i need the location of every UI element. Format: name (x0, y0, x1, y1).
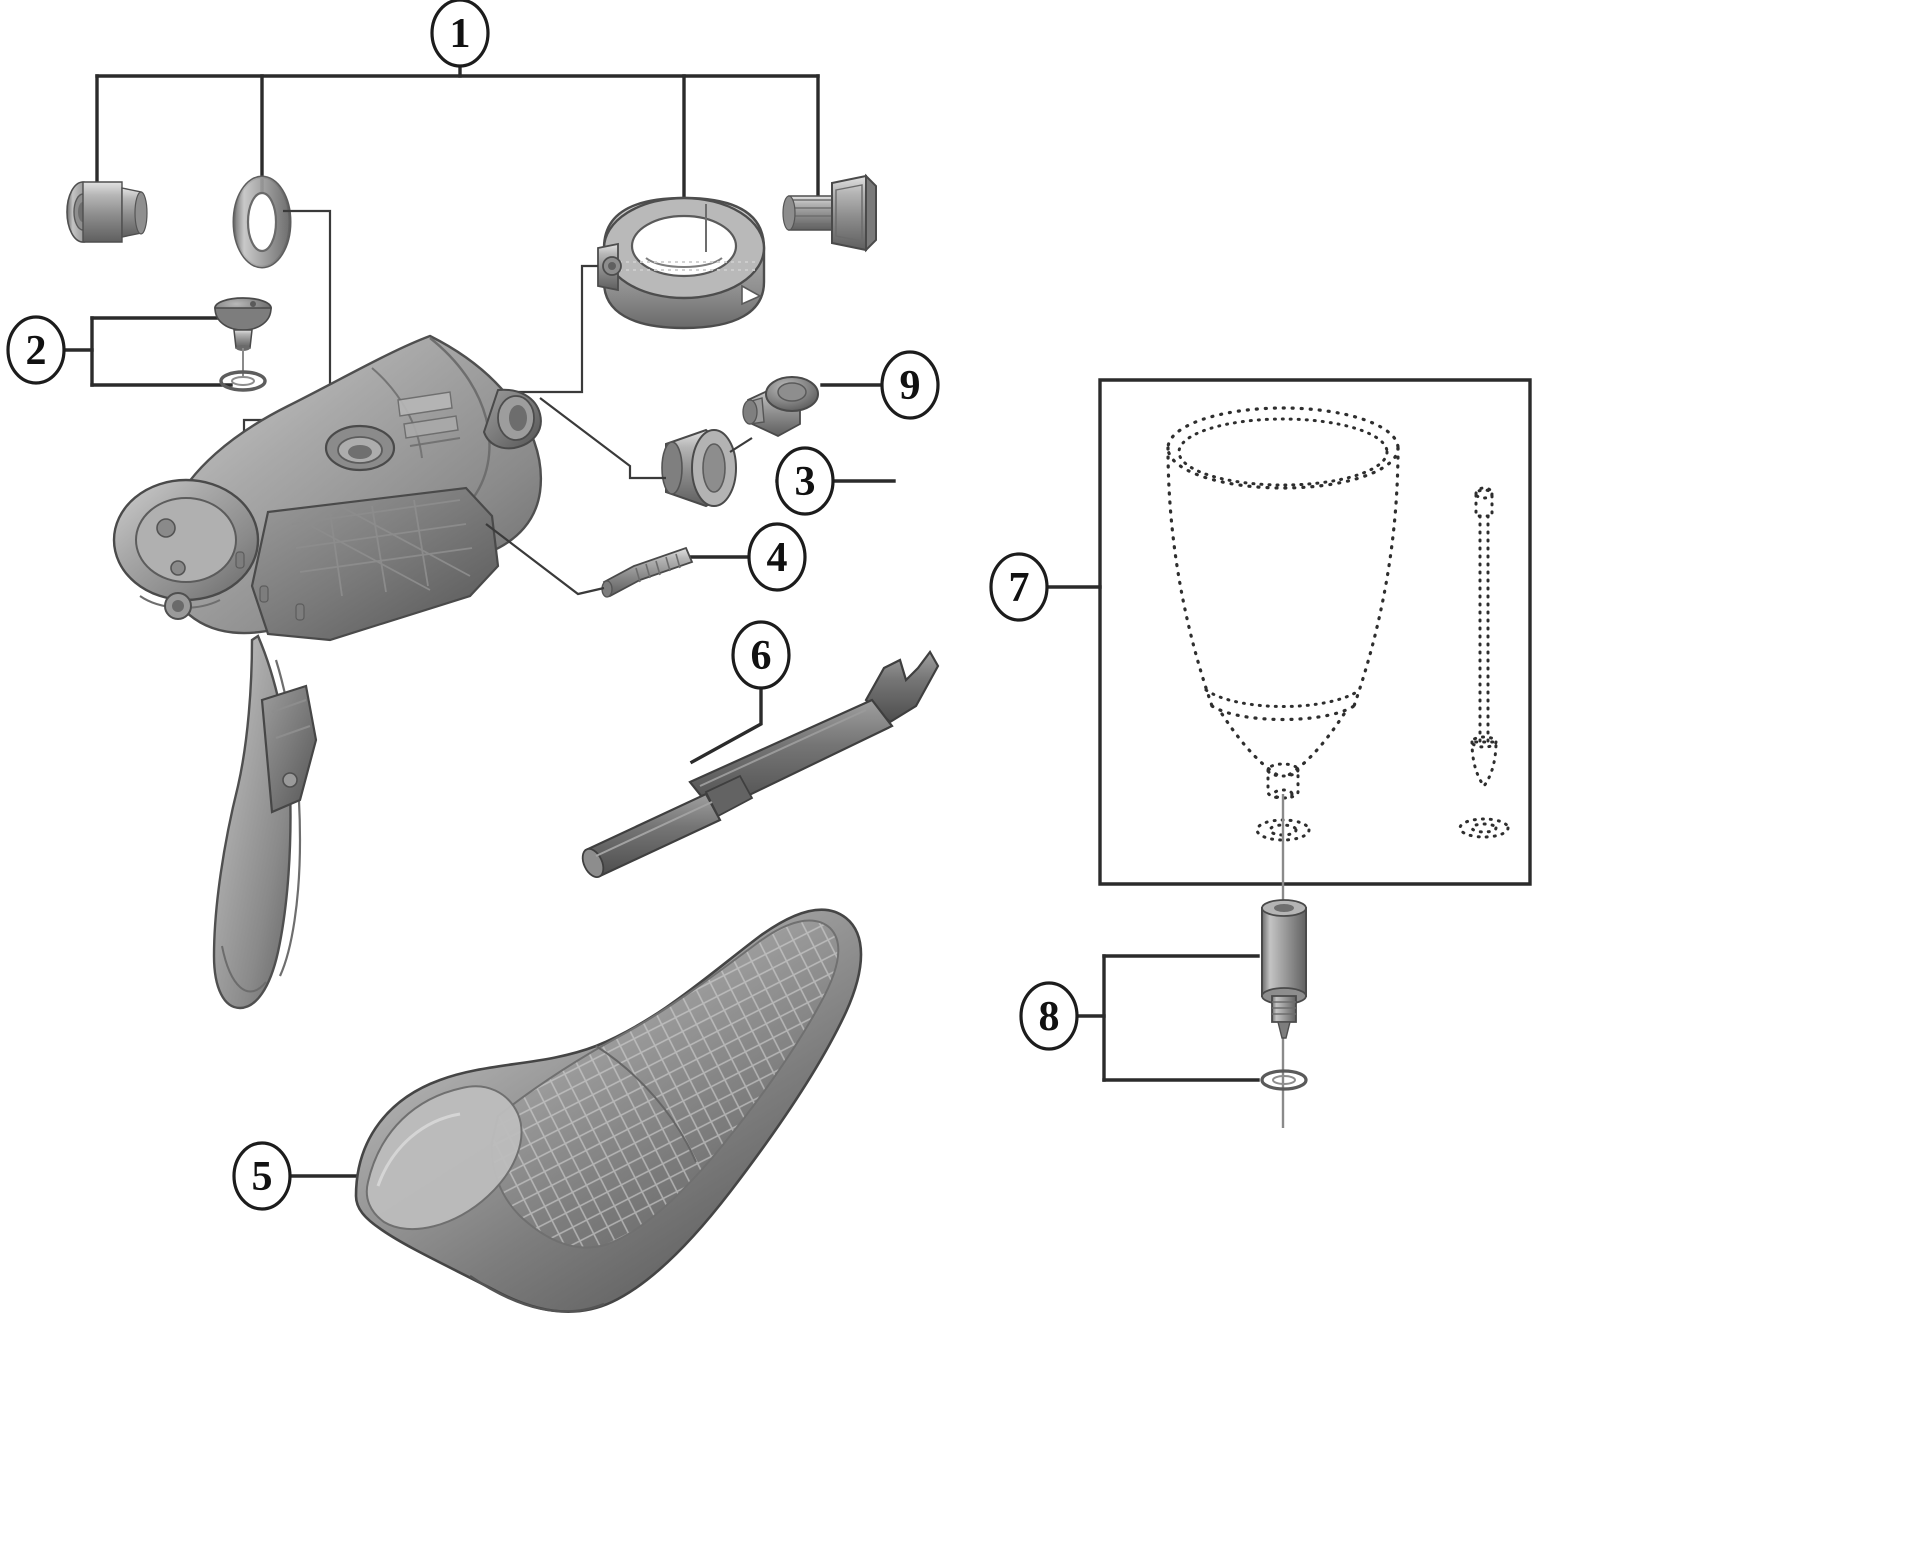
part-clamp-bolt (66, 181, 148, 243)
part-fixing-bolt (782, 173, 877, 253)
callout-5[interactable]: 5 (232, 1141, 292, 1211)
callout-1[interactable]: 1 (430, 0, 490, 68)
callout-6-circle (731, 620, 791, 690)
callout-3[interactable]: 3 (775, 446, 835, 516)
part-bracket-cover (354, 908, 863, 1314)
callout-4-label: 4 (767, 535, 788, 581)
part-bleed-rod (1458, 486, 1510, 839)
part-fixing-screw (601, 546, 694, 598)
callout-7-label: 7 (1009, 565, 1030, 611)
part-lever-body (112, 334, 542, 1010)
part-reservoir-cap (214, 297, 272, 378)
callout-8-circle (1019, 981, 1079, 1051)
callout-8[interactable]: 8 (1019, 981, 1079, 1051)
callout-9[interactable]: 9 (880, 350, 940, 420)
callout-4[interactable]: 4 (747, 522, 807, 592)
leader-screw-to-body (485, 523, 605, 596)
part-bushing (661, 428, 737, 508)
part-pivot-bolt (742, 376, 819, 438)
callout-3-label: 3 (795, 459, 816, 505)
callout-9-circle (880, 350, 940, 420)
part-band-clamp (597, 196, 766, 330)
callout-7-bracket (1045, 378, 1532, 886)
part-bleed-nipple (1261, 899, 1307, 1039)
part-insert-tool (581, 650, 940, 879)
callout-6-leader (689, 686, 763, 765)
callout-1-label: 1 (450, 11, 471, 57)
part-nipple-oring (1260, 1069, 1308, 1091)
callout-9-label: 9 (900, 363, 921, 409)
callout-1-circle (430, 0, 490, 68)
callout-1-bracket (95, 64, 820, 214)
callout-5-label: 5 (252, 1154, 273, 1200)
callout-3-circle (775, 446, 835, 516)
part-clamp-washer (232, 175, 292, 269)
callout-bubble-layer: 1 2 34 5 6 7 8 9 (6, 0, 1079, 1211)
callout-6[interactable]: 6 (731, 620, 791, 690)
callout-2-circle (6, 315, 66, 385)
callout-8-label: 8 (1039, 994, 1060, 1040)
callout-2-label: 2 (26, 328, 47, 374)
callout-8-bracket (1075, 954, 1260, 1082)
callout-6-label: 6 (751, 633, 772, 679)
callout-4-circle (747, 522, 807, 592)
leader-clamp-to-body (506, 264, 598, 394)
callout-7[interactable]: 7 (989, 552, 1049, 622)
callout-2[interactable]: 2 (6, 315, 66, 385)
leader-bushing-to-body (539, 397, 753, 480)
part-cap-oring (219, 370, 267, 392)
callout-5-circle (232, 1141, 292, 1211)
callout-2-bracket (62, 316, 233, 387)
callout-7-circle (989, 552, 1049, 622)
